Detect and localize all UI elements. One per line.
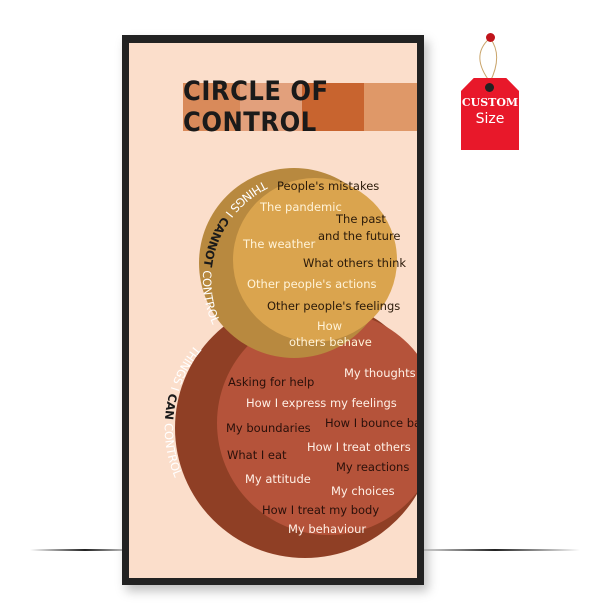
- cannot-item: The pandemic: [259, 200, 342, 214]
- tag-line2: Size: [475, 111, 505, 127]
- can-item: What I eat: [227, 448, 287, 462]
- can-item: My boundaries: [226, 421, 311, 435]
- cannot-item: The weather: [242, 237, 315, 251]
- cannot-item: People's mistakes: [277, 179, 379, 193]
- can-item: Asking for help: [228, 375, 314, 389]
- can-control-circle: [175, 298, 417, 558]
- wall-shadow-left: [30, 549, 140, 551]
- cannot-item: Other people's actions: [247, 277, 377, 291]
- can-item: My reactions: [336, 460, 409, 474]
- cannot-item: The past: [335, 212, 386, 226]
- cannot-item: others behave: [289, 335, 372, 349]
- cannot-item: and the future: [318, 229, 401, 243]
- can-item: My behaviour: [288, 522, 366, 536]
- can-item: How I treat others: [307, 440, 411, 454]
- cannot-item: How: [317, 319, 342, 333]
- can-item: How I bounce back: [325, 416, 417, 430]
- pin-icon: [486, 33, 495, 42]
- can-item: My thoughts: [344, 366, 416, 380]
- cannot-control-circle: [199, 168, 397, 358]
- can-item: How I express my feelings: [246, 396, 397, 410]
- can-item: How I treat my body: [262, 503, 379, 517]
- can-item: My choices: [331, 484, 395, 498]
- poster: CIRCLE OF CONTROL THINGS I CANNOT CONTRO…: [129, 43, 417, 578]
- custom-size-tag[interactable]: CUSTOM Size: [461, 78, 519, 150]
- cannot-item: Other people's feelings: [267, 299, 400, 313]
- wall-shadow-right: [410, 549, 580, 551]
- title-band: [183, 83, 417, 131]
- tag-hole: [485, 83, 494, 92]
- tag-line1: CUSTOM: [461, 96, 519, 109]
- can-item: My attitude: [245, 472, 311, 486]
- circle-of-control-diagram: THINGS I CANNOT CONTROL THINGS I CAN CON…: [162, 168, 417, 558]
- cannot-item: What others think: [303, 256, 406, 270]
